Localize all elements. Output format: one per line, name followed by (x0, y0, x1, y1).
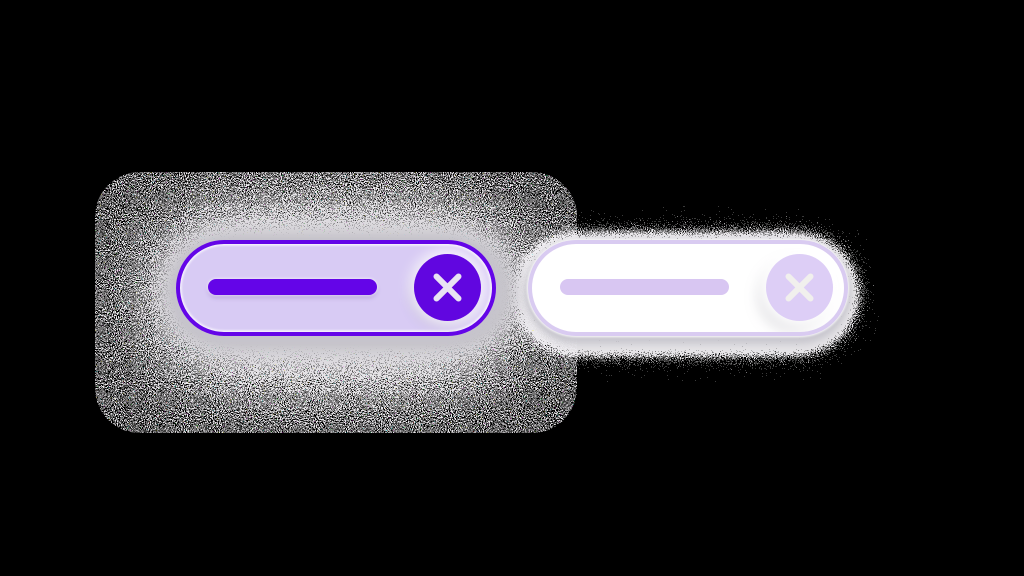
x-icon-strokes (433, 273, 462, 302)
clear-button[interactable] (766, 254, 833, 321)
x-icon (433, 273, 462, 302)
clearable-field-default[interactable] (528, 240, 848, 336)
clear-button[interactable] (414, 254, 481, 321)
value-placeholder-bar (559, 279, 729, 295)
x-icon-strokes (785, 273, 814, 302)
clearable-field-active[interactable] (176, 240, 496, 336)
value-placeholder-bar (207, 279, 377, 295)
x-icon (785, 273, 814, 302)
